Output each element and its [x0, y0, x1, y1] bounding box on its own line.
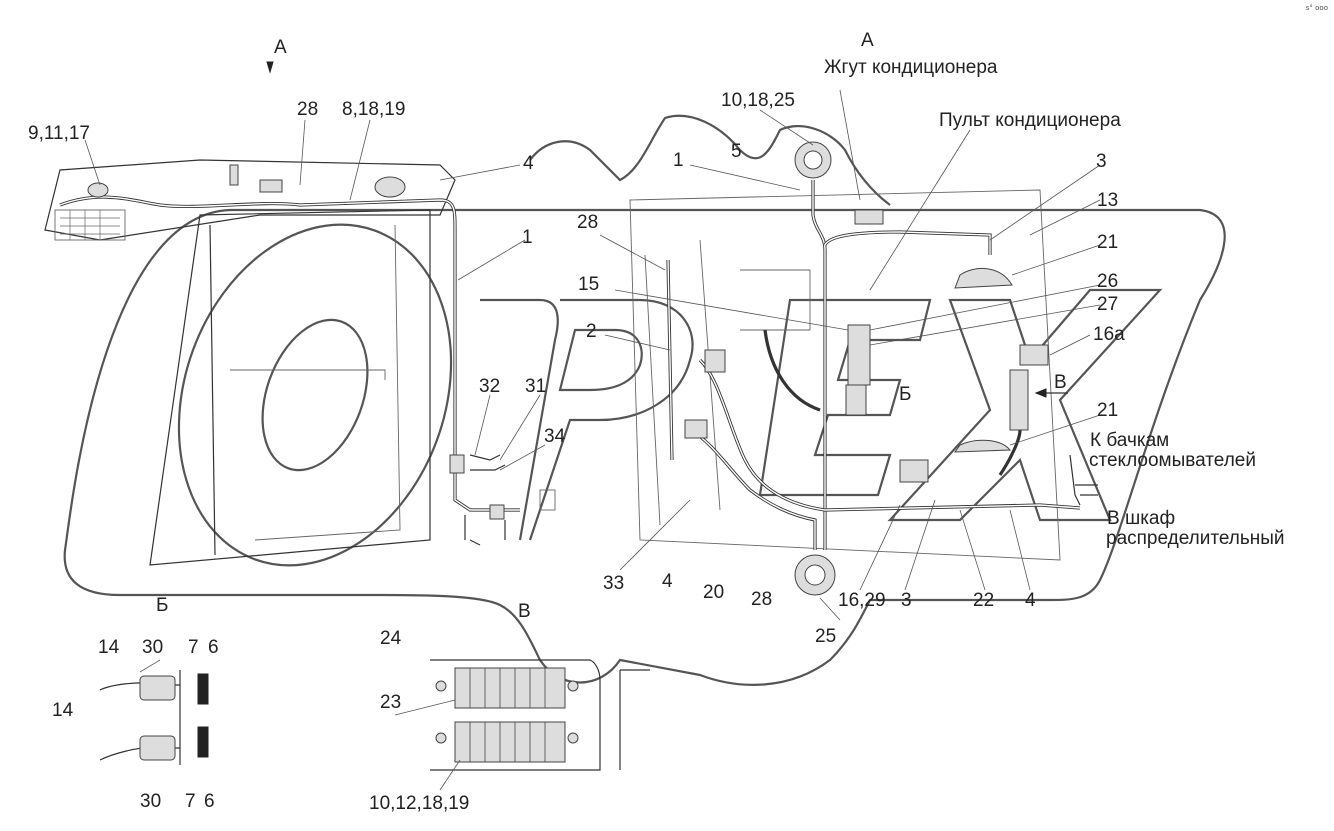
detail-view-b	[99, 659, 209, 765]
callout: 4	[523, 153, 534, 174]
watermark-logo	[63, 114, 1226, 686]
label-b-caption: Б	[156, 595, 168, 616]
callout: 5	[731, 141, 742, 162]
callout: 28	[751, 589, 772, 610]
label-panel-ac: Пульт кондиционера	[939, 110, 1121, 131]
callout: 13	[1097, 190, 1118, 211]
callout: 10,12,18,19	[369, 793, 469, 814]
callout: 23	[380, 692, 401, 713]
callout: 10,18,25	[721, 90, 795, 111]
label-to-washer-1: К бачкам	[1090, 430, 1169, 451]
callout: 14	[52, 700, 74, 721]
label-to-cabinet-2: распределительный	[1106, 528, 1285, 549]
label-harness-ac: Жгут кондиционера	[824, 57, 998, 78]
callout: 28	[577, 212, 598, 233]
callout: 16а	[1093, 324, 1125, 345]
callout: 16,29	[838, 590, 886, 611]
detail-view-v	[430, 659, 650, 771]
label-v-arrow: В	[1054, 372, 1067, 393]
label-b-view: Б	[899, 384, 911, 405]
text-labels: А А Жгут кондиционера Пульт кондиционера…	[28, 30, 1285, 814]
callout: 21	[1097, 232, 1118, 253]
callout: 4	[662, 571, 673, 592]
callout: 30	[142, 637, 163, 658]
callout: 20	[703, 582, 724, 603]
callout: 6	[208, 637, 219, 658]
callout: 27	[1097, 294, 1118, 315]
callout: 25	[815, 626, 836, 647]
callout: 1	[522, 227, 533, 248]
callout: 30	[140, 791, 161, 812]
label-to-washer-2: стеклоомывателей	[1089, 450, 1256, 471]
callout: 3	[1096, 151, 1107, 172]
callout: 6	[204, 791, 215, 812]
label-a-top: А	[861, 30, 874, 51]
callout: 22	[973, 590, 994, 611]
callout: 7	[188, 637, 199, 658]
callout: 15	[578, 274, 599, 295]
callout: 28	[297, 99, 318, 120]
corner-mark: s° ooo	[1305, 4, 1328, 12]
callout: 4	[1025, 590, 1036, 611]
callout: 33	[603, 573, 624, 594]
callout: 21	[1097, 400, 1118, 421]
callout: 7	[185, 791, 196, 812]
callout: 31	[525, 376, 546, 397]
central-harness-view	[629, 141, 1098, 596]
leader-lines	[84, 89, 1101, 791]
callout: 32	[479, 376, 500, 397]
callout: 1	[673, 150, 684, 171]
callout: 2	[586, 321, 597, 342]
callout: 24	[380, 628, 402, 649]
callout: 8,18,19	[342, 99, 405, 120]
callout: 26	[1097, 271, 1118, 292]
callout: 9,11,17	[28, 123, 90, 144]
left-cab-view	[44, 61, 556, 566]
callout: 14	[98, 637, 120, 658]
label-to-cabinet-1: В шкаф	[1107, 508, 1175, 529]
label-v-view: В	[518, 601, 531, 622]
label-a-left: А	[274, 37, 287, 58]
callout: 34	[544, 426, 566, 447]
callout: 3	[901, 590, 912, 611]
